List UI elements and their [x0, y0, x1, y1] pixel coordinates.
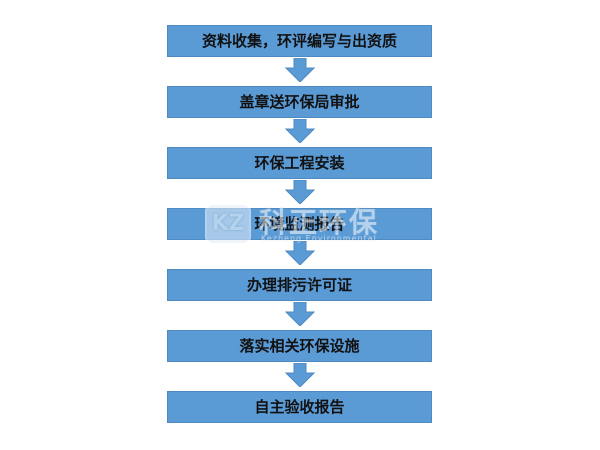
arrow-down-icon — [285, 302, 315, 326]
arrow-down-icon — [285, 241, 315, 265]
arrow-down-icon — [285, 119, 315, 143]
step-3-box: 环保工程安装 — [167, 147, 432, 179]
step-7-box: 自主验收报告 — [167, 391, 432, 423]
step-7-label: 自主验收报告 — [254, 398, 345, 416]
arrow-down-icon — [285, 363, 315, 387]
step-1-box: 资料收集，环评编写与出资质 — [167, 25, 432, 57]
arrow-down-icon — [285, 58, 315, 82]
step-6-label: 落实相关环保设施 — [239, 337, 360, 355]
step-4-box: 环境监测报告 — [167, 208, 432, 240]
step-6-box: 落实相关环保设施 — [167, 330, 432, 362]
step-1-label: 资料收集，环评编写与出资质 — [201, 32, 397, 50]
step-4-label: 环境监测报告 — [254, 215, 345, 233]
step-5-box: 办理排污许可证 — [167, 269, 432, 301]
step-2-box: 盖章送环保局审批 — [167, 86, 432, 118]
arrow-down-icon — [285, 180, 315, 204]
step-5-label: 办理排污许可证 — [246, 276, 352, 294]
step-2-label: 盖章送环保局审批 — [239, 93, 360, 111]
step-3-label: 环保工程安装 — [254, 154, 345, 172]
